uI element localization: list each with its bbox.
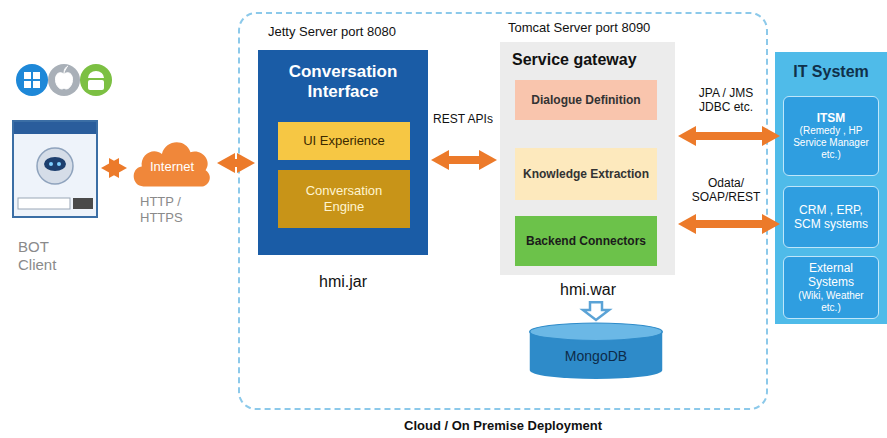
system-panel: ITSM(Remedy , HP Service Manager etc.) CR… <box>775 52 887 324</box>
robot-eye <box>49 162 53 166</box>
windows-pane <box>24 81 31 88</box>
component-box: Conversation Engine <box>278 170 410 228</box>
component-box: Dialogue Definition <box>515 80 657 120</box>
system-name: External Systems <box>790 261 872 290</box>
android-body <box>88 80 104 90</box>
component-box: Backend Connectors <box>515 216 657 266</box>
component-label: Conversation Engine <box>284 183 404 214</box>
server-box: UI ExperienceConversation EngineJetty Se… <box>258 50 428 255</box>
protocol-label: HTTP / HTTPS <box>140 194 202 225</box>
artifact-name: hmi.jar <box>293 272 393 291</box>
double-arrow <box>441 156 487 164</box>
database: MongoDB <box>527 322 665 380</box>
component-label: Dialogue Definition <box>531 93 640 107</box>
deployment-region: UI ExperienceConversation Engine Jetty Se… <box>238 12 768 410</box>
system-box: External Systems(Wiki, Weather etc.) <box>783 256 879 319</box>
system-box: ITSM(Remedy , HP Service Manager etc.) <box>783 96 879 176</box>
artifact-name: hmi.war <box>538 280 638 299</box>
double-arrow <box>688 132 770 140</box>
robot-visor <box>44 157 66 171</box>
component-box: UI Experience <box>278 122 410 160</box>
connector-label: REST APIs <box>432 112 494 126</box>
os-icons <box>16 64 112 96</box>
system-detail: (Remedy , HP Service Manager etc.) <box>790 125 872 161</box>
region-caption: Cloud / On Premise Deployment <box>240 418 766 434</box>
component-box: Knowledge Extraction <box>515 148 657 200</box>
component-label: Knowledge Extraction <box>523 167 649 181</box>
system-name: CRM , ERP, SCM systems <box>790 203 872 232</box>
input-field <box>18 198 70 209</box>
send-button <box>73 198 93 209</box>
bot-window <box>13 121 97 217</box>
windows-pane <box>33 81 40 88</box>
server-box: Dialogue DefinitionKnowledge ExtractionB… <box>500 42 675 275</box>
panel-title: IT System <box>775 62 887 81</box>
connector-label: JPA / JMS JDBC etc. <box>684 86 768 115</box>
windows-icon <box>16 64 48 96</box>
cloud-node: Internet <box>130 136 214 190</box>
double-arrow <box>688 220 770 228</box>
windows-pane <box>33 72 40 79</box>
window-titlebar <box>14 122 96 134</box>
box-title: Service gateway <box>512 50 672 69</box>
apple-icon <box>48 64 80 96</box>
database-label: MongoDB <box>565 348 627 365</box>
windows-pane <box>24 72 31 79</box>
block-arrow <box>583 302 609 320</box>
apple-logo <box>55 66 72 89</box>
robot-head <box>37 148 73 184</box>
double-arrow <box>227 159 245 167</box>
android-icon <box>80 64 112 96</box>
box-title: Conversation Interface <box>258 62 428 103</box>
component-label: UI Experience <box>303 133 385 149</box>
client-window: BOT Client <box>12 120 98 218</box>
server-heading: Jetty Server port 8080 <box>268 24 448 40</box>
window-frame <box>13 121 97 217</box>
server-heading: Tomcat Server port 8090 <box>508 20 680 36</box>
cylinder-top <box>530 323 662 340</box>
system-box: CRM , ERP, SCM systems <box>783 186 879 248</box>
android-head <box>88 71 104 78</box>
double-arrow <box>111 164 117 172</box>
component-label: Backend Connectors <box>526 234 646 248</box>
cloud-outline <box>134 142 210 186</box>
connector-label: Odata/ SOAP/REST <box>684 176 768 205</box>
system-name: ITSM <box>817 111 846 125</box>
client-label: BOT Client <box>18 238 80 274</box>
robot-eye <box>57 162 61 166</box>
cloud-label: Internet <box>150 159 194 175</box>
system-detail: (Wiki, Weather etc.) <box>790 290 872 314</box>
